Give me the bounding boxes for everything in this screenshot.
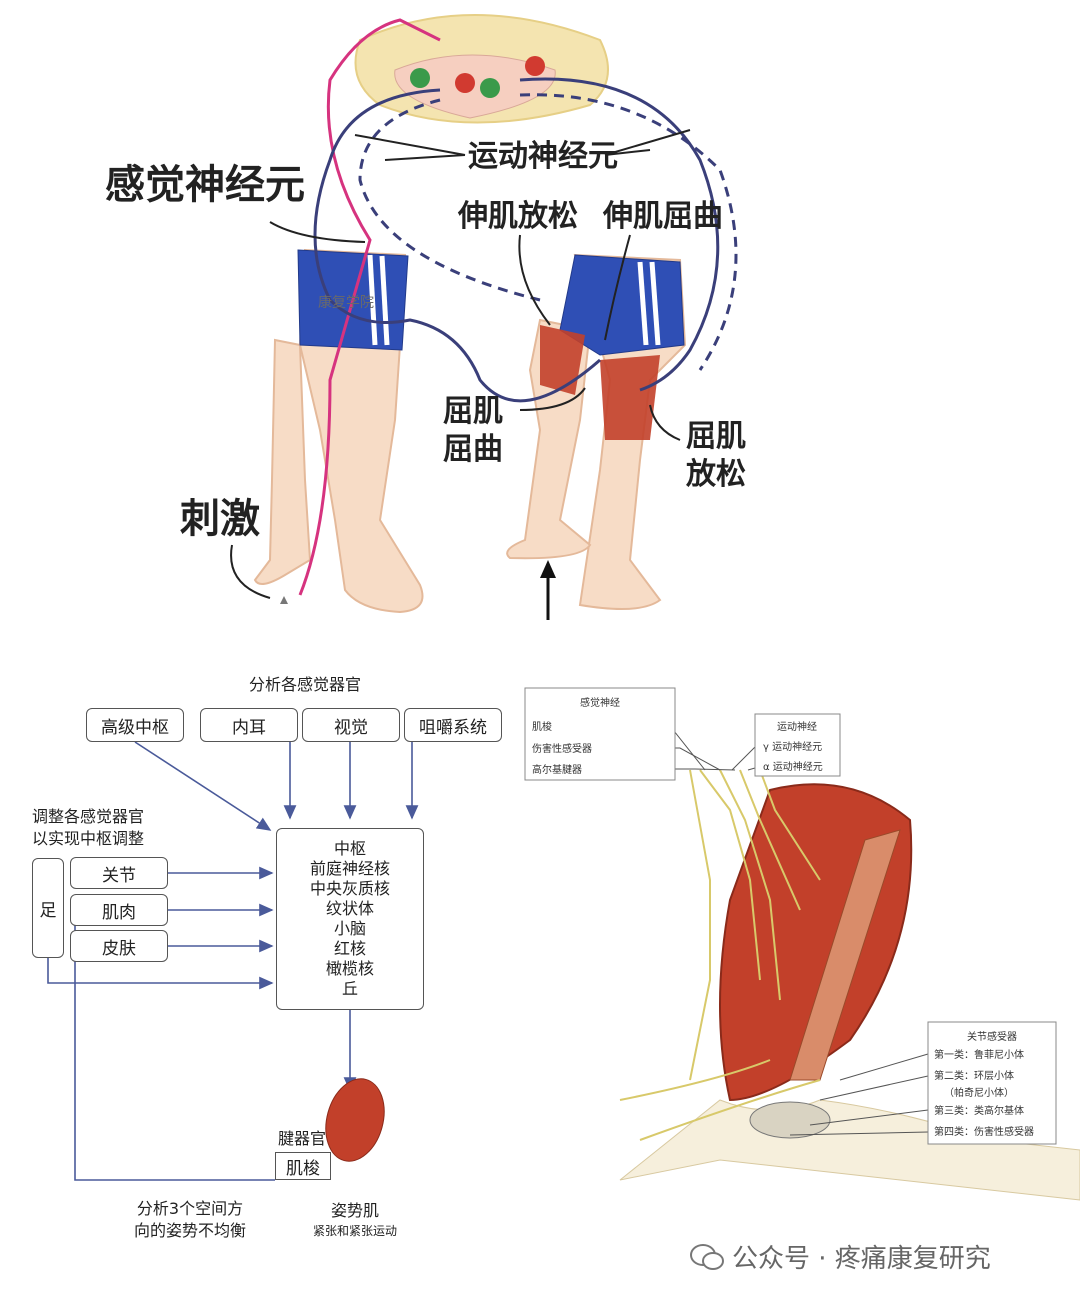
joint-title: 关节感受器: [967, 1030, 1017, 1043]
flow-left-caption-2: 以实现中枢调整: [32, 829, 145, 848]
inhibitory-synapse-icon: [525, 56, 545, 76]
joint-item-4: 第四类：伤害性感受器: [934, 1125, 1034, 1138]
reflex-diagram: 感觉神经元 运动神经元 伸肌放松 伸肌屈曲 屈肌 屈曲 屈肌 放松 刺激 康复学…: [105, 14, 746, 620]
label-flex: 屈曲: [443, 432, 503, 467]
box-higher-center: 高级中枢: [86, 708, 184, 742]
box-vision: 视觉: [302, 708, 400, 742]
center-item: 前庭神经核: [309, 859, 390, 878]
excitatory-synapse-icon: [410, 68, 430, 88]
excitatory-synapse-icon: [480, 78, 500, 98]
center-item: 橄榄核: [325, 959, 374, 978]
box-foot: 足: [32, 858, 64, 958]
box-central-nuclei: 中枢 前庭神经核 中央灰质核 纹状体 小脑 红核 橄榄核 丘: [276, 828, 424, 1010]
spinal-cord: [354, 14, 609, 124]
sensory-nerve-path: [298, 18, 441, 596]
wechat-icon: [690, 1242, 724, 1270]
flow-left-caption-1: 调整各感觉器官: [32, 807, 145, 826]
box-inner-ear: 内耳: [200, 708, 298, 742]
label-flexor-relax-b: 放松: [685, 457, 746, 492]
sensory-item-nociceptor: 伤害性感受器: [532, 742, 592, 755]
label-posture-sub: 紧张和紧张运动: [312, 1224, 397, 1238]
label-flexor-relax-a: 屈肌: [686, 419, 746, 454]
center-item: 红核: [333, 939, 366, 958]
sensory-item-spindle: 肌梭: [532, 720, 552, 733]
label-stimulus: 刺激: [180, 496, 260, 542]
box-muscle: 肌肉: [70, 894, 168, 926]
label-flexor: 屈肌: [443, 394, 503, 429]
label-tendon-organ: 腱器官: [277, 1129, 326, 1148]
label-extensor-flex: 伸肌屈曲: [602, 199, 723, 234]
box-chewing-system: 咀嚼系统: [404, 708, 502, 742]
joint-item-1: 第一类：鲁菲尼小体: [934, 1048, 1024, 1061]
inhibitory-synapse-icon: [455, 73, 475, 93]
label-motor-neuron: 运动神经元: [468, 139, 618, 174]
sensory-item-golgi: 高尔基腱器: [532, 763, 582, 776]
sensory-title: 感觉神经: [580, 696, 620, 709]
joint-item-3: 第三类：类高尔基体: [934, 1104, 1024, 1117]
shorts-watermark: 康复学院: [318, 294, 374, 311]
box-joint: 关节: [70, 857, 168, 889]
center-item: 丘: [341, 979, 358, 998]
motor-nerve-path: [313, 88, 601, 403]
center-item: 中央灰质核: [309, 879, 390, 898]
center-item: 小脑: [333, 919, 366, 938]
watermark-text: 公众号 · 疼痛康复研究: [732, 1243, 991, 1274]
wechat-watermark: 公众号 · 疼痛康复研究: [690, 1238, 991, 1274]
joint-capsule: [749, 1101, 831, 1139]
motor-item-alpha: α 运动神经元: [763, 760, 823, 773]
motor-nerve-legend: [754, 713, 841, 777]
motor-item-gamma: γ 运动神经元: [763, 740, 822, 753]
box-muscle-spindle: 肌梭: [275, 1152, 331, 1180]
box-skin: 皮肤: [70, 930, 168, 962]
muscle-receptor-diagram: 感觉神经 肌梭 伤害性感受器 高尔基腱器 运动神经 γ 运动神经元 α 运动神经…: [524, 687, 1080, 1201]
flow-connectors: [47, 741, 419, 1181]
flow-bottom-caption-2: 向的姿势不均衡: [133, 1221, 246, 1240]
joint-receptor-legend: [927, 1021, 1057, 1145]
flow-top-caption: 分析各感觉器官: [248, 675, 361, 694]
label-sensory-neuron: 感觉神经元: [105, 162, 305, 208]
right-leg: [506, 253, 687, 610]
label-extensor-relax: 伸肌放松: [457, 199, 578, 234]
center-item: 中枢: [333, 839, 366, 858]
joint-item-2b: （帕奇尼小体）: [944, 1086, 1014, 1099]
posture-muscle-icon: [325, 1078, 385, 1162]
label-posture-muscle: 姿势肌: [330, 1201, 379, 1220]
center-item: 纹状体: [325, 899, 374, 918]
motor-title: 运动神经: [777, 720, 817, 733]
sensory-nerve-legend: [524, 687, 676, 781]
flow-bottom-caption-1: 分析3个空间方: [136, 1199, 244, 1218]
joint-item-2: 第二类：环层小体: [934, 1069, 1014, 1082]
